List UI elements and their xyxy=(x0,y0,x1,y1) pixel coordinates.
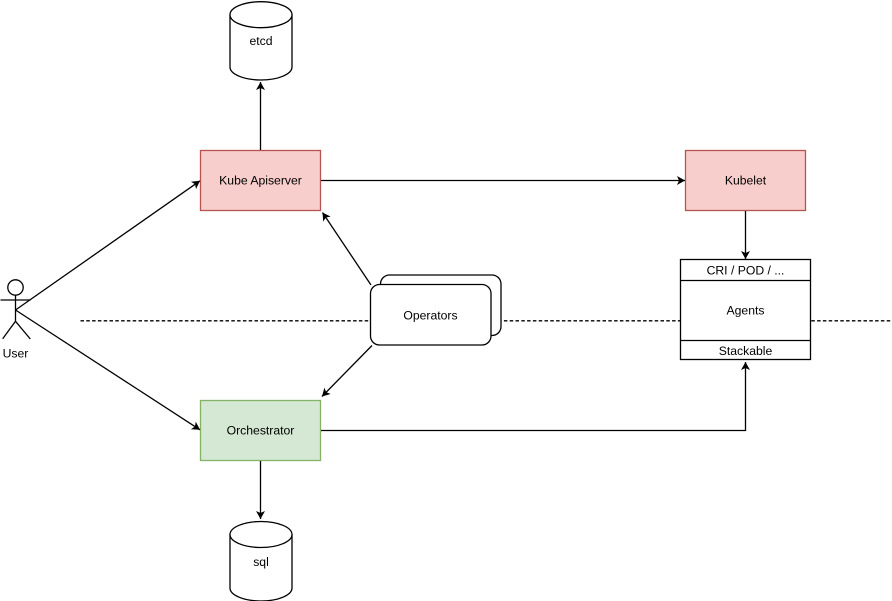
svg-text:Stackable: Stackable xyxy=(719,344,773,358)
svg-text:CRI / POD / ...: CRI / POD / ... xyxy=(707,264,785,278)
svg-text:Operators: Operators xyxy=(403,308,457,322)
svg-text:etcd: etcd xyxy=(249,34,272,48)
svg-text:sql: sql xyxy=(253,555,269,569)
svg-text:Kube Apiserver: Kube Apiserver xyxy=(219,174,302,188)
svg-text:Agents: Agents xyxy=(727,304,765,318)
svg-text:Kubelet: Kubelet xyxy=(725,174,767,188)
svg-text:User: User xyxy=(3,347,29,361)
svg-text:Orchestrator: Orchestrator xyxy=(227,424,295,438)
